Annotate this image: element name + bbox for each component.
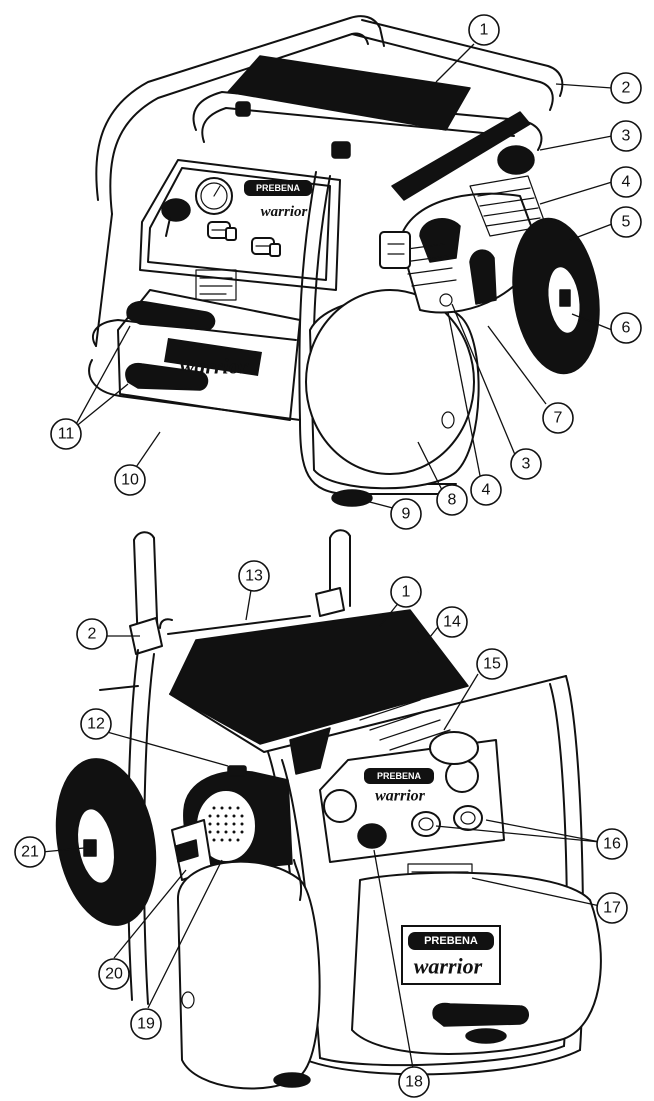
- top-plate: [169, 609, 469, 745]
- compressor-front-view: PREBENA warrior warrior: [88, 15, 600, 507]
- top-pad: [227, 55, 471, 131]
- coupling-b: [453, 805, 483, 831]
- oil-plug: [227, 765, 247, 777]
- callout-3: 3: [610, 120, 642, 152]
- foot-front: [465, 1028, 507, 1044]
- callout-21: 21: [14, 836, 46, 868]
- rubber-foot: [331, 489, 373, 507]
- callout-15: 15: [476, 648, 508, 680]
- coupling-a: [411, 811, 441, 837]
- callout-16: 16: [596, 828, 628, 860]
- callout-11: 11: [50, 418, 82, 450]
- callout-4b: 4: [470, 474, 502, 506]
- foot-left: [273, 1072, 311, 1088]
- air-filter: [497, 145, 535, 175]
- callout-12: 12: [80, 708, 112, 740]
- pressure-switch-box: [171, 819, 213, 881]
- callout-2-rear: 2: [76, 618, 108, 650]
- callout-18: 18: [398, 1066, 430, 1098]
- motor-vent-grid: [208, 806, 244, 842]
- callout-4b-label: 4: [482, 482, 491, 499]
- front-handle-grip-lower: [125, 362, 209, 391]
- callout-13: 13: [238, 560, 270, 592]
- callout-15-label: 15: [483, 656, 501, 673]
- callout-6: 6: [610, 312, 642, 344]
- compressor-pump: [379, 145, 547, 314]
- callout-13-label: 13: [245, 568, 263, 585]
- pressure-regulator-knob: [161, 198, 191, 237]
- svg-text:PREBENA: PREBENA: [377, 771, 422, 781]
- gauge-left: [323, 789, 357, 823]
- callout-3b-label: 3: [522, 456, 531, 473]
- callout-20: 20: [98, 958, 130, 990]
- wheel-rear: [512, 217, 600, 375]
- svg-text:PREBENA: PREBENA: [424, 935, 478, 947]
- callout-2: 2: [610, 72, 642, 104]
- callout-10-label: 10: [121, 472, 139, 489]
- air-tank: [305, 289, 480, 490]
- callout-1-rear: 1: [390, 576, 422, 608]
- panel-brand-plate: PREBENA: [244, 180, 312, 196]
- panel-model-text: warrior: [261, 204, 308, 220]
- callout-19: 19: [130, 1008, 162, 1040]
- callout-17: 17: [596, 892, 628, 924]
- rear-tank: [176, 859, 321, 1090]
- callouts: 1 2 3 4 5 6 7 3 4 8 9 10: [14, 14, 642, 1098]
- callout-16-label: 16: [603, 836, 621, 853]
- callout-1: 1: [468, 14, 500, 46]
- regulator-knob: [357, 823, 387, 849]
- top-pad-rail: [391, 111, 531, 201]
- callout-14-label: 14: [443, 614, 461, 631]
- callout-7-label: 7: [554, 410, 563, 427]
- callout-5-label: 5: [622, 214, 631, 231]
- callout-9-label: 9: [402, 506, 411, 523]
- callout-14: 14: [436, 606, 468, 638]
- svg-text:warrior: warrior: [414, 954, 483, 979]
- spec-label: [195, 269, 237, 301]
- callout-2-rear-label: 2: [88, 626, 97, 643]
- callout-18-label: 18: [405, 1074, 423, 1091]
- panel-brand-text: PREBENA: [256, 183, 301, 193]
- callout-4: 4: [610, 166, 642, 198]
- svg-text:warrior: warrior: [375, 788, 426, 805]
- callout-20-label: 20: [105, 966, 123, 983]
- quick-coupling-1: [207, 221, 237, 241]
- compressor-rear-view: PREBENA warrior PREBENA warrior: [55, 529, 602, 1090]
- wheel-side: [55, 758, 157, 926]
- quick-coupling-2: [251, 237, 281, 257]
- callout-19-label: 19: [137, 1016, 155, 1033]
- rear-panel-brand-plate: PREBENA: [364, 768, 434, 784]
- callout-8-label: 8: [448, 492, 457, 509]
- callout-6-label: 6: [622, 320, 631, 337]
- pad-clamp-left: [235, 101, 251, 117]
- callout-3-label: 3: [622, 128, 631, 145]
- callout-11-label: 11: [58, 426, 75, 443]
- callout-10: 10: [114, 464, 146, 496]
- callout-1-label: 1: [480, 22, 489, 39]
- callout-8: 8: [436, 484, 468, 516]
- rear-handle-grip: [432, 1002, 529, 1027]
- callout-12-label: 12: [87, 716, 105, 733]
- pad-clamp-right: [331, 141, 351, 159]
- callout-1-rear-label: 1: [402, 584, 411, 601]
- callout-17-label: 17: [603, 900, 621, 917]
- callout-4-label: 4: [622, 174, 631, 191]
- callout-2-label: 2: [622, 80, 631, 97]
- callout-7: 7: [542, 402, 574, 434]
- handle-latch-right: [315, 587, 345, 617]
- callout-3b: 3: [510, 448, 542, 480]
- body-brand-plate: warrior: [164, 338, 262, 379]
- handle-latch-left: [129, 617, 163, 655]
- callout-5: 5: [610, 206, 642, 238]
- callout-9: 9: [390, 498, 422, 530]
- motor-housing: [183, 765, 293, 871]
- callout-21-label: 21: [21, 844, 39, 861]
- tank-brand-plate: PREBENA warrior: [401, 925, 501, 985]
